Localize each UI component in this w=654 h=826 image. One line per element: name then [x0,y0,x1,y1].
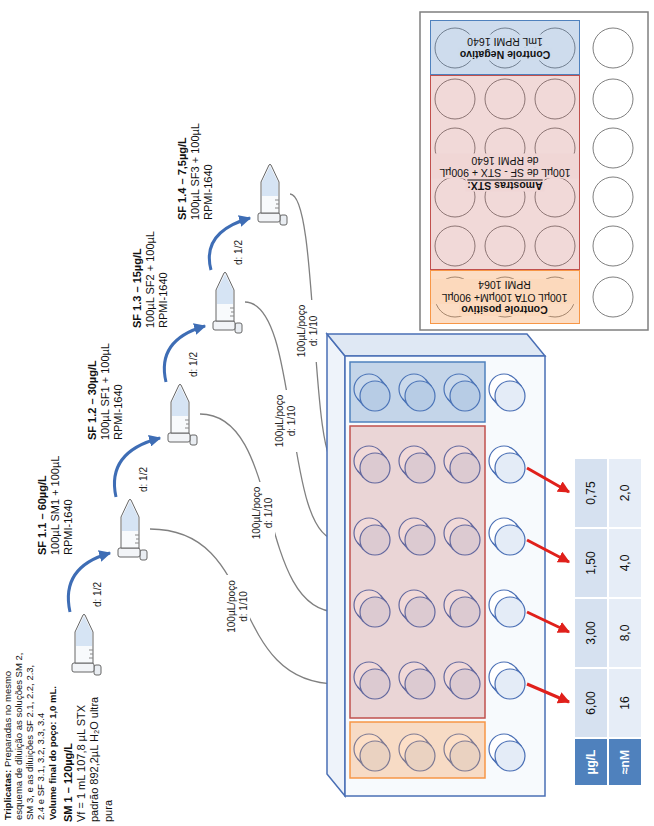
tube-icon [250,162,290,226]
note-text: Volume final do poço: 1,0 mL. [48,652,59,820]
table-cell: 4,0 [608,528,642,598]
tube-icon [160,382,200,446]
rotated-text: Controle positivo100µL OTA 100µM+ 900µL … [431,272,578,323]
plate-region-band: Controle Negativo1mL RPMI 1640 [430,20,580,75]
band-body: 100µL de SF - STX + 900µL de RPMI 1640 [431,154,578,179]
note: Triplicatas:Preparadas no mesmo esquema … [3,652,59,820]
tube-recipe: 100µL SF2 + 100µL RPMI-1640 [144,224,170,328]
tube-title: SF 1.4 – 7,5µg/L [176,116,189,220]
tube-title: SF 1.1 – 60µg/L [36,451,49,555]
table-cell: 3,00 [574,598,608,668]
tube-node: SM 1 – 120µg/LVf = 1 mL 107,8 µL STX pad… [64,612,104,676]
tube-label: SF 1.2 – 30µg/L100µL SF1 + 100µL RPMI-16… [86,336,126,440]
tube-icon [110,497,150,561]
table-cell: 0,75 [574,458,608,528]
band-body: 1mL RPMI 1640 [465,35,544,48]
tube-title: SM 1 – 120µg/L [62,682,75,822]
transfer-lines [150,194,338,684]
table-cell: ≈nM [608,738,642,786]
rotated-text: Controle Negativo1mL RPMI 1640 [431,22,578,74]
tube-label: SF 1.1 – 60µg/L100µL SM1 + 100µL RPMI-16… [36,451,76,555]
tube-icon [205,270,245,334]
table-cell: 6,00 [574,668,608,738]
note-text: Triplicatas: [2,770,13,820]
tube-recipe: 100µL SM1 + 100µL RPMI-1640 [49,451,75,555]
tube-node: SF 1.3 – 15µg/L100µL SF2 + 100µL RPMI-16… [205,270,245,334]
dilution-arrow [114,438,160,497]
tube-title: SF 1.3 – 15µg/L [131,224,144,328]
edge-label: d: 1/2 [92,581,103,608]
dilution-arrow [68,553,110,612]
transfer-label: 100µL/poço d: 1/10 [226,576,250,638]
tube-label: SM 1 – 120µg/LVf = 1 mL 107,8 µL STX pad… [62,682,115,822]
result-arrows [527,468,569,702]
band-body: 100µL OTA 100µM+ 900µL RPMI 1064 [431,279,578,304]
table-cell: µg/L [574,738,608,786]
table-cell: 1,50 [574,528,608,598]
tube-label: SF 1.4 – 7,5µg/L100µL SF3 + 100µL RPMI-1… [176,116,216,220]
tube-icon [64,612,104,676]
plate-layout-inset [420,12,648,330]
plate-region-band: Amostras STX:100µL de SF - STX + 900µL d… [430,75,580,270]
tube-title: SF 1.2 – 30µg/L [86,336,99,440]
band-title: Controle Negativo [457,48,551,61]
edge-label: d: 1/2 [233,239,244,266]
transfer-label: 100µL/poço d: 1/10 [296,300,320,362]
table-cell: 2,0 [608,458,642,528]
plate-region-band: Controle positivo100µL OTA 100µM+ 900µL … [430,270,580,324]
tube-node: SF 1.1 – 60µg/L100µL SM1 + 100µL RPMI-16… [110,497,150,561]
tube-recipe: 100µL SF3 + 100µL RPMI-1640 [189,116,215,220]
dilution-arrow [164,326,205,382]
tube-node: SF 1.2 – 30µg/L100µL SF1 + 100µL RPMI-16… [160,382,200,446]
edge-label: d: 1/2 [138,466,149,493]
tube-recipe: 100µL SF1 + 100µL RPMI-1640 [99,336,125,440]
rotated-text: Amostras STX:100µL de SF - STX + 900µL d… [431,77,578,269]
transfer-label: 100µL/poço d: 1/10 [274,390,298,452]
tube-label: SF 1.3 – 15µg/L100µL SF2 + 100µL RPMI-16… [131,224,171,328]
dilution-arrow [209,218,250,270]
table-cell: 8,0 [608,598,642,668]
table-cell: 16 [608,668,642,738]
band-title: Amostras STX: [465,179,544,192]
transfer-label: 100µL/poço d: 1/10 [251,482,275,544]
band-title: Controle positivo [459,304,549,317]
tube-recipe: Vf = 1 mL 107,8 µL STX padrão 892,2µL H₂… [75,682,115,822]
tube-node: SF 1.4 – 7,5µg/L100µL SF3 + 100µL RPMI-1… [250,162,290,226]
edge-label: d: 1/2 [188,351,199,378]
well-plate [327,334,545,796]
